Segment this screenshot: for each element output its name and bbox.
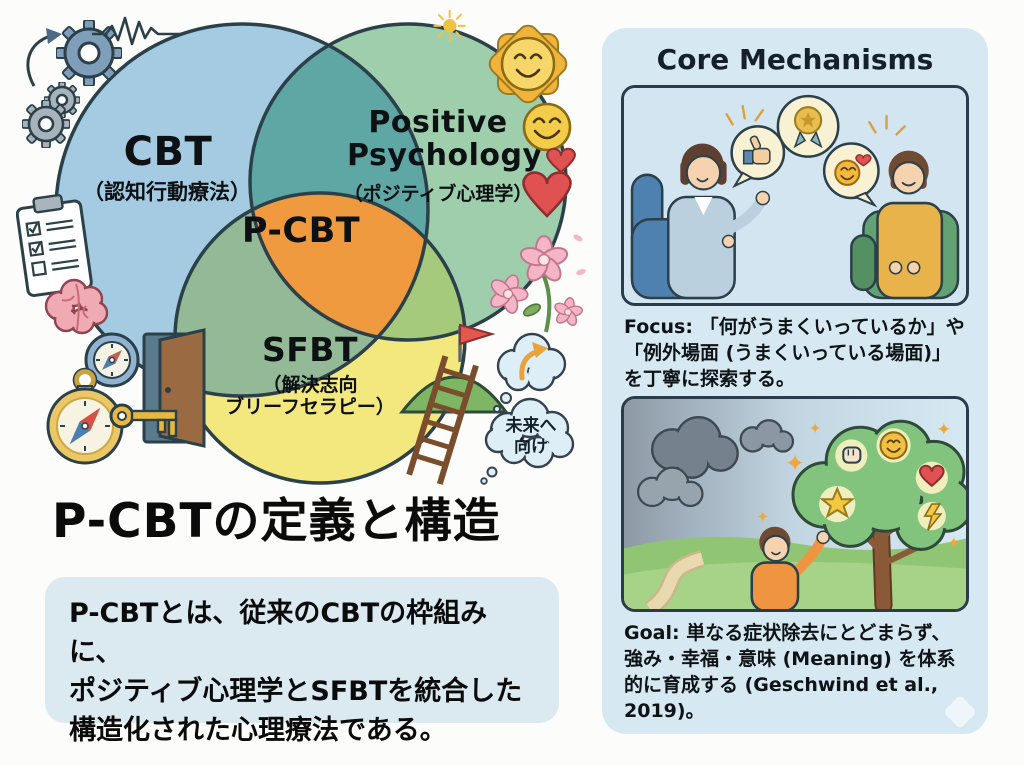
star-icon bbox=[819, 486, 856, 519]
svg-text:✦: ✦ bbox=[947, 534, 960, 553]
cherry-blossom-icon bbox=[490, 234, 586, 333]
panel-title: Core Mechanisms bbox=[656, 43, 934, 76]
therapist-figure bbox=[630, 143, 771, 300]
heart-icon bbox=[522, 171, 572, 218]
heart-icon bbox=[918, 465, 945, 488]
key-icon bbox=[109, 403, 178, 438]
smiley-icon bbox=[522, 102, 572, 152]
pcbt-center-label: P-CBT bbox=[241, 211, 361, 251]
svg-text:✦: ✦ bbox=[809, 420, 822, 438]
lightning-icon bbox=[923, 503, 943, 532]
cbt-label: CBT bbox=[123, 129, 213, 175]
page-title: P-CBTの定義と構造 bbox=[52, 494, 501, 549]
compass-icon bbox=[84, 332, 140, 388]
core-mechanisms-panel: Core Mechanisms bbox=[602, 28, 988, 734]
focus-text: 「何がうまくいっているか」や「例外場面 (うまくいっている場面)」を丁寧に探索す… bbox=[624, 316, 965, 390]
pp-label: Positive Psychology bbox=[347, 105, 543, 173]
reaching-person-figure bbox=[750, 527, 830, 610]
growth-arrow-cloud-icon bbox=[493, 332, 567, 413]
smiley-icon bbox=[879, 431, 908, 461]
strengths-tree-illustration: ✦ ✦ ✦ ✦ ✦ bbox=[624, 399, 966, 610]
sfbt-label: SFBT bbox=[262, 330, 358, 369]
svg-text:✦: ✦ bbox=[756, 509, 769, 527]
cbt-sublabel: （認知行動療法） bbox=[83, 180, 251, 204]
heartbeat-icon bbox=[92, 16, 182, 46]
goal-caption: Goal: 単なる症状除去にとどまらず、強み・幸福・意味 (Meaning) を… bbox=[624, 621, 968, 724]
definition-box: P-CBTとは、従来のCBTの枠組みに、 ポジティブ心理学とSFBTを統合した … bbox=[45, 577, 559, 746]
focus-caption: Focus: 「何がうまくいっているか」や「例外場面 (うまくいっている場面)」… bbox=[624, 315, 968, 392]
medal-icon bbox=[776, 94, 840, 158]
sfbt-sublabel: （解決志向 ブリーフセラピー） bbox=[225, 374, 395, 419]
fist-icon bbox=[842, 446, 862, 465]
goal-text: 単なる症状除去にとどまらず、強み・幸福・意味 (Meaning) を体系的に育成… bbox=[624, 622, 956, 722]
goal-label: Goal: bbox=[624, 622, 680, 645]
focus-label: Focus: bbox=[624, 316, 693, 338]
therapy-session-illustration bbox=[624, 88, 966, 303]
definition-line: 構造化された心理療法である。 bbox=[69, 715, 447, 747]
gear-icon-small2 bbox=[22, 100, 70, 148]
definition-line: ポジティブ心理学とSFBTを統合した bbox=[69, 676, 523, 708]
sparkle-icon: ✦ ✦ ✦ ✦ ✦ bbox=[756, 420, 960, 553]
venn-diagram bbox=[54, 22, 568, 485]
curved-arrow-icon bbox=[26, 28, 62, 87]
therapy-session-card bbox=[621, 85, 969, 306]
smiley-sun-icon bbox=[488, 24, 568, 104]
svg-text:✦: ✦ bbox=[936, 420, 951, 441]
brain-icon bbox=[44, 278, 109, 335]
future-cloud-icon bbox=[480, 397, 575, 485]
strengths-tree-card: ✦ ✦ ✦ ✦ ✦ bbox=[621, 396, 969, 613]
ladder-icon bbox=[406, 355, 479, 485]
pocket-compass-icon bbox=[46, 367, 124, 465]
love-smiley-icon bbox=[822, 142, 880, 208]
strengths-tree-icon bbox=[791, 420, 966, 610]
definition-line: P-CBTとは、従来のCBTの枠組みに、 bbox=[69, 598, 488, 669]
client-figure bbox=[850, 150, 960, 300]
gear-icon bbox=[56, 20, 122, 86]
sun-icon: ☀ bbox=[430, 2, 470, 53]
pp-sublabel: （ポジティブ心理学） bbox=[343, 183, 533, 205]
svg-text:✦: ✦ bbox=[785, 450, 805, 478]
future-cloud-label: 未来へ 向け bbox=[505, 416, 557, 458]
storm-cloud-icon bbox=[636, 416, 795, 508]
thumbs-up-icon bbox=[730, 125, 786, 189]
